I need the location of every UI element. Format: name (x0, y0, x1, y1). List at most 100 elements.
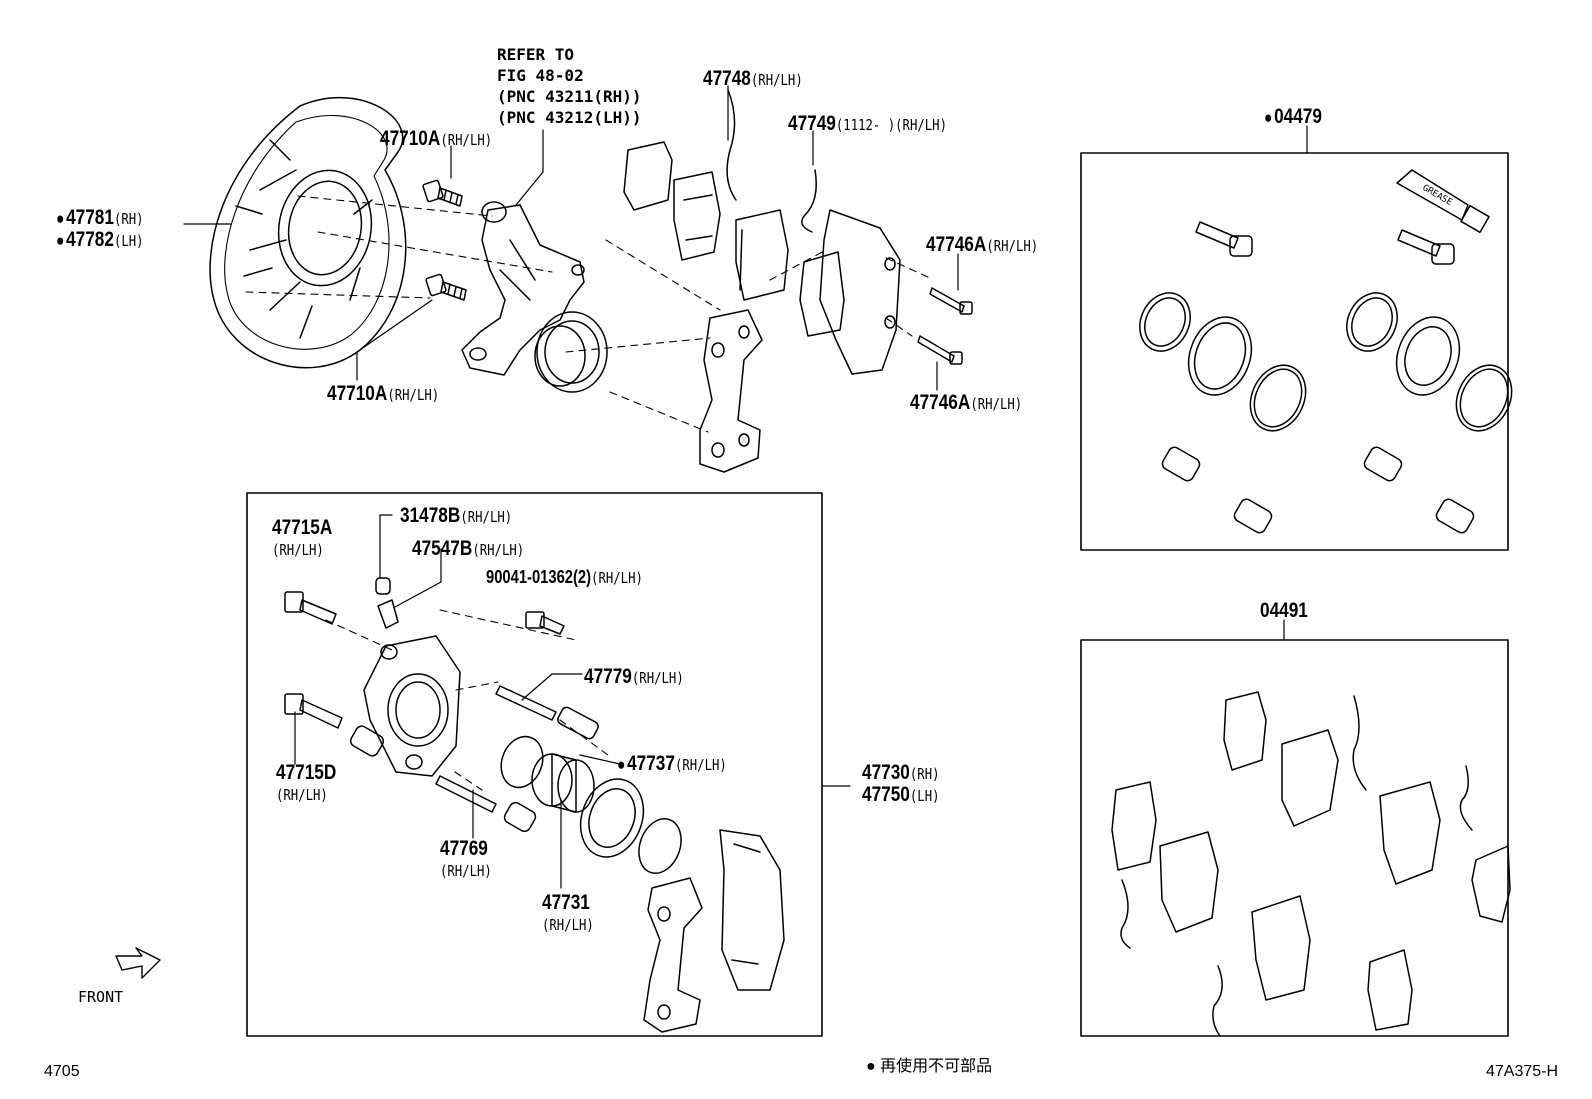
part-number: 47781 (66, 206, 114, 229)
label-47749[interactable]: 47749(1112- )(RH/LH) (788, 113, 947, 134)
dust-shield (209, 96, 407, 369)
label-04479[interactable]: 04479 (1264, 106, 1322, 127)
label-47710A-top[interactable]: 47710A(RH/LH) (380, 128, 492, 149)
label-04491[interactable]: 04491 (1260, 600, 1308, 621)
label-47769[interactable]: 47769 (RH/LH) (440, 838, 492, 880)
bleeder-cap-31478B (375, 577, 391, 595)
label-47547B[interactable]: 47547B(RH/LH) (412, 538, 524, 559)
label-47748[interactable]: 47748(RH/LH) (703, 68, 803, 89)
steering-knuckle (461, 201, 608, 393)
part-number: 47730 (862, 761, 910, 784)
part-number: 47748 (703, 67, 751, 90)
caliper-assembly-parts (284, 577, 785, 1033)
label-47746A-bottom[interactable]: 47746A(RH/LH) (910, 392, 1022, 413)
part-suffix: (RH/LH) (272, 541, 324, 559)
refer-note-line-3: (PNC 43211(RH)) (497, 87, 642, 106)
part-number: 47769 (440, 837, 488, 860)
front-arrow-icon (115, 947, 161, 979)
part-suffix: (RH/LH) (591, 569, 643, 587)
footer-right-code: 47A375-H (1486, 1063, 1559, 1080)
pin-47779 (495, 685, 599, 740)
label-47730[interactable]: 47730(RH) (862, 762, 940, 783)
refer-note-line-1: REFER TO (497, 45, 575, 64)
label-47750[interactable]: 47750(LH) (862, 784, 940, 805)
part-suffix: (RH/LH) (387, 386, 440, 404)
part-suffix: (RH) (909, 765, 940, 783)
label-47781[interactable]: 47781(RH) (56, 207, 144, 228)
refer-note-line-2: FIG 48-02 (497, 66, 584, 85)
part-suffix: (RH) (113, 210, 144, 228)
part-number: 47749 (788, 112, 836, 135)
legend-text: 再使用不可部品 (880, 1056, 993, 1075)
guide-pin-47746A-bottom (917, 335, 963, 365)
part-number: 47737 (627, 752, 675, 775)
box-04491 (1080, 639, 1509, 1037)
pin-47769 (435, 775, 537, 833)
part-number: 47779 (584, 665, 632, 688)
part-suffix: (LH) (113, 232, 144, 250)
label-47782[interactable]: 47782(LH) (56, 229, 144, 250)
label-31478B[interactable]: 31478B(RH/LH) (400, 505, 512, 526)
part-suffix: (RH/LH) (440, 131, 493, 149)
part-number: 47710A (380, 127, 441, 150)
bolt-47710A-top (422, 179, 463, 207)
front-label: FRONT (78, 988, 124, 1006)
pad-kit-parts (1111, 691, 1511, 1037)
part-suffix: (RH/LH) (750, 71, 803, 89)
ring-small (638, 818, 682, 874)
part-number: 47731 (542, 891, 590, 914)
piston-47731 (531, 753, 595, 813)
part-suffix: (RH/LH) (440, 862, 492, 880)
part-number: 31478B (400, 504, 461, 527)
refer-note: REFER TO FIG 48-02 (PNC 43211(RH)) (PNC … (497, 44, 642, 128)
piston-boot-inner (588, 788, 636, 848)
part-number: 47710A (327, 382, 388, 405)
part-suffix: (RH/LH) (631, 669, 684, 687)
part-number: 04479 (1274, 105, 1322, 128)
label-47710A-bottom[interactable]: 47710A(RH/LH) (327, 383, 439, 404)
part-number: 47750 (862, 783, 910, 806)
refer-note-line-4: (PNC 43212(LH)) (497, 108, 642, 127)
caliper-upper (799, 209, 901, 375)
bolt-47710A-bottom (425, 273, 467, 301)
label-47731[interactable]: 47731 (RH/LH) (542, 892, 594, 934)
part-number: 47715A (272, 516, 333, 539)
label-47715D[interactable]: 47715D(RH/LH) (276, 762, 336, 804)
caliper-mount-upper (699, 309, 763, 473)
boot-small (349, 725, 385, 757)
part-suffix: (RH/LH) (542, 916, 594, 934)
part-number: 47746A (910, 391, 971, 414)
part-suffix: (RH/LH) (460, 508, 513, 526)
legend-dot-icon: ● (866, 1058, 881, 1075)
part-suffix: (RH/LH) (276, 786, 328, 804)
grease-tube (1396, 169, 1490, 234)
leader-lines (183, 85, 1308, 889)
box-caliper-assembly (246, 492, 823, 1037)
part-suffix: (LH) (909, 787, 940, 805)
bolt-47715A (284, 591, 337, 625)
part-suffix: (RH/LH) (986, 237, 1039, 255)
guide-pin-47746A-top (929, 287, 973, 315)
seal-ring (500, 735, 544, 789)
part-number: 47782 (66, 228, 114, 251)
box-04479 (1080, 152, 1509, 551)
label-47715A[interactable]: 47715A (RH/LH) (272, 517, 332, 559)
part-suffix: (1112- )(RH/LH) (835, 116, 947, 134)
assembly-dashed-lines (245, 195, 931, 791)
bolt-90041 (525, 611, 565, 635)
label-47779[interactable]: 47779(RH/LH) (584, 666, 684, 687)
caliper-cylinder (363, 635, 461, 777)
piston-boot (579, 778, 645, 858)
part-number: 90041-01362(2) (486, 567, 592, 587)
label-47746A-top[interactable]: 47746A(RH/LH) (926, 234, 1038, 255)
label-47737[interactable]: 47737(RH/LH) (617, 753, 727, 774)
bleeder-plug-47547B (377, 599, 399, 629)
part-number: 47547B (412, 537, 473, 560)
part-suffix: (RH/LH) (970, 395, 1023, 413)
label-90041[interactable]: 90041-01362(2)(RH/LH) (486, 568, 643, 586)
part-suffix: (RH/LH) (674, 756, 727, 774)
seal-kit-parts (1139, 169, 1513, 534)
mount-lower (643, 877, 703, 1033)
bolt-47715D (284, 693, 343, 729)
